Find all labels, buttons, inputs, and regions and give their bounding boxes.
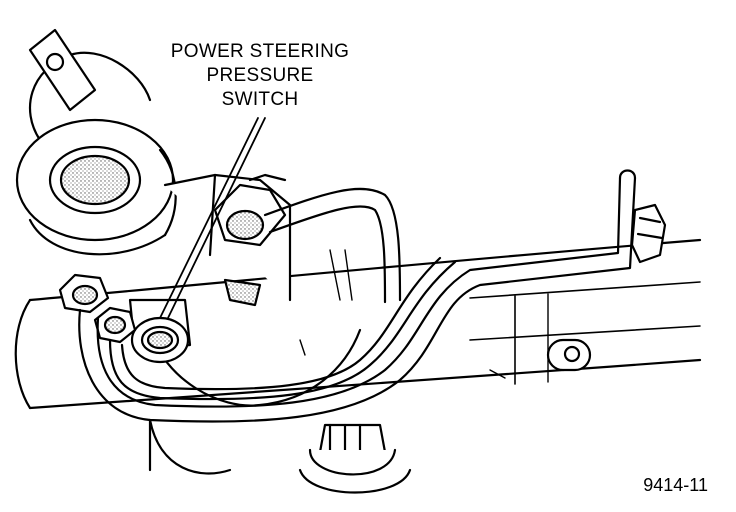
upper-line-fitting [213,173,287,247]
callout-label: POWER STEERING PRESSURE SWITCH [150,40,370,112]
callout-line-2: PRESSURE [206,65,314,86]
figure-id: 9414-11 [643,475,708,495]
rack-mount-slot [546,338,592,372]
callout-line-1: POWER STEERING [170,41,350,62]
left-line-fittings [58,273,137,344]
pressure-switch [128,298,192,364]
right-end-fitting [630,203,667,264]
callout-leader [159,117,266,319]
hydraulic-lines [78,169,637,423]
callout-line-3: SWITCH [221,89,299,110]
shading-marks [299,249,506,379]
lower-fitting [298,423,412,494]
input-shaft-boot [15,28,177,256]
